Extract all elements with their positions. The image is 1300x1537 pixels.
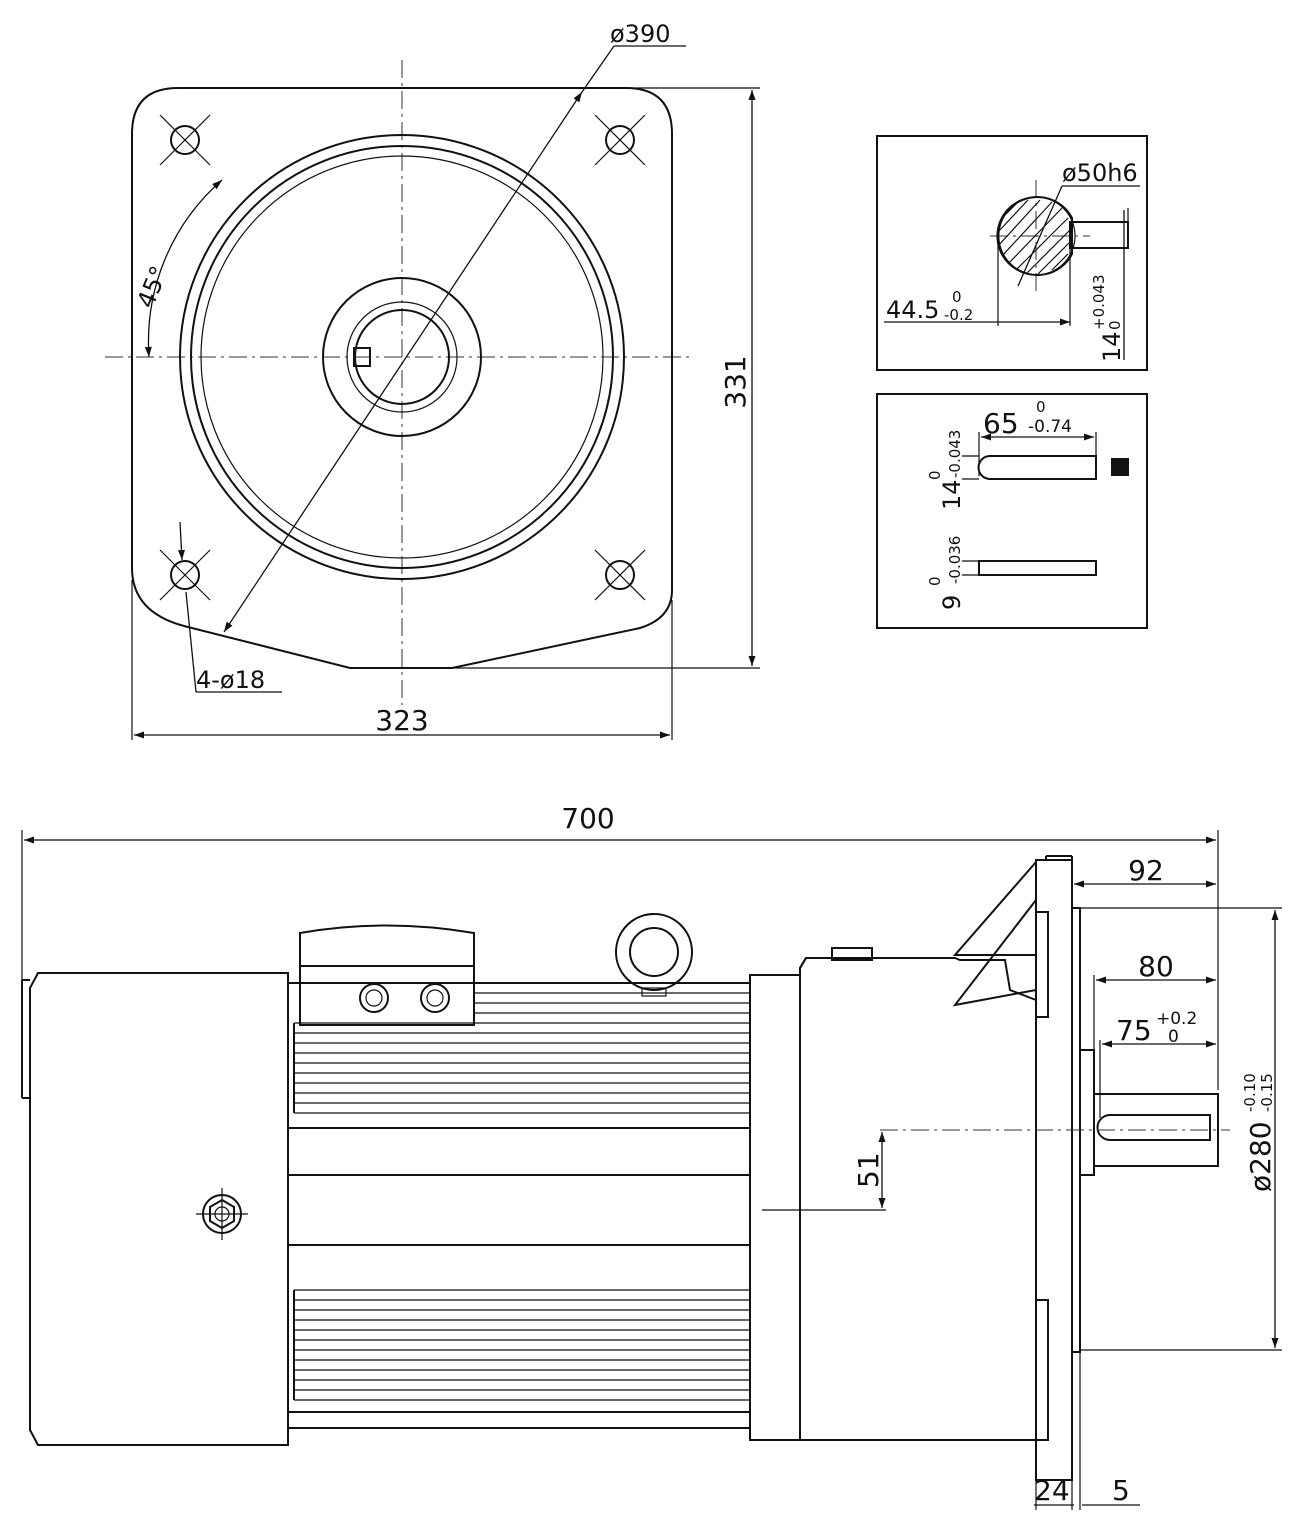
key-detail-view: 65 0 -0.74 14 0 -0.043 9 0 -0.036 bbox=[876, 393, 1148, 629]
keyway-tol-upper: +0.043 bbox=[1090, 274, 1108, 330]
depth-tol-upper: 0 bbox=[952, 288, 962, 306]
lifting-eye bbox=[615, 913, 693, 997]
cover-bolt bbox=[196, 1188, 248, 1240]
key-height-tol-upper: 0 bbox=[926, 576, 944, 586]
mounting-hole bbox=[159, 114, 211, 166]
key-len-tol-upper: +0.2 bbox=[1156, 1009, 1197, 1029]
flange-outline bbox=[131, 87, 673, 669]
output-shaft bbox=[1093, 1093, 1219, 1167]
flange-width-label: 323 bbox=[375, 704, 428, 737]
terminal-box bbox=[299, 924, 475, 1026]
flange-front-view: ø390 45° 4-ø18 323 331 bbox=[105, 20, 760, 740]
mounting-hole bbox=[594, 114, 646, 166]
pilot-boss bbox=[1079, 1049, 1095, 1176]
pilot-tol-lower: -0.15 bbox=[1258, 1073, 1276, 1112]
shaft-extension-label: 92 bbox=[1128, 854, 1164, 887]
holes-label: 4-ø18 bbox=[196, 666, 265, 694]
gearbox-housing bbox=[799, 957, 1037, 1441]
keyway-width-label: 14 bbox=[1098, 331, 1126, 362]
flange-thickness-label: 24 bbox=[1034, 1474, 1070, 1507]
keyway-tol-lower: 0 bbox=[1106, 320, 1124, 330]
pilot-depth-label: 5 bbox=[1112, 1474, 1130, 1507]
upper-cooling-fins bbox=[294, 992, 750, 1114]
shaft-length-label: 80 bbox=[1138, 950, 1174, 983]
flange-diameter-label: ø390 bbox=[610, 20, 671, 48]
mounting-hole bbox=[594, 549, 646, 601]
key-width-label: 14 bbox=[938, 479, 966, 510]
shaft-section-view: ø50h6 44.5 0 -0.2 14 +0.043 0 bbox=[876, 135, 1148, 371]
overall-length-label: 700 bbox=[561, 802, 614, 835]
key-height-label: 9 bbox=[938, 595, 966, 610]
key-height-tol-lower: -0.036 bbox=[946, 536, 964, 584]
key-length-label: 65 bbox=[983, 407, 1019, 440]
pilot-tol-upper: -0.10 bbox=[1241, 1073, 1259, 1112]
flange-rib bbox=[952, 861, 1037, 956]
motor-side-view: 700 bbox=[21, 802, 1282, 1510]
pilot-diameter-label: ø280 bbox=[1244, 1121, 1277, 1192]
key-length-side-label: 75 bbox=[1116, 1014, 1152, 1047]
offset-label: 51 bbox=[852, 1152, 885, 1188]
angle-label: 45° bbox=[132, 262, 174, 312]
flange-height-label: 331 bbox=[719, 355, 752, 408]
key-width-tol-upper: 0 bbox=[926, 470, 944, 480]
key-width-tol-lower: -0.043 bbox=[946, 430, 964, 478]
motor-body bbox=[287, 982, 751, 1429]
lower-cooling-fins bbox=[294, 1289, 750, 1401]
key-length-tol-lower: -0.74 bbox=[1028, 417, 1072, 437]
shaft-diameter-label: ø50h6 bbox=[1062, 159, 1138, 187]
fan-cover bbox=[29, 972, 289, 1446]
mounting-flange bbox=[1035, 859, 1073, 1481]
motor-end-bell bbox=[749, 974, 801, 1441]
depth-label: 44.5 bbox=[886, 296, 939, 324]
key-len-tol-lower: 0 bbox=[1168, 1027, 1179, 1047]
key-length-tol-upper: 0 bbox=[1036, 398, 1046, 416]
mounting-hole bbox=[159, 549, 211, 601]
depth-tol-lower: -0.2 bbox=[944, 306, 973, 324]
